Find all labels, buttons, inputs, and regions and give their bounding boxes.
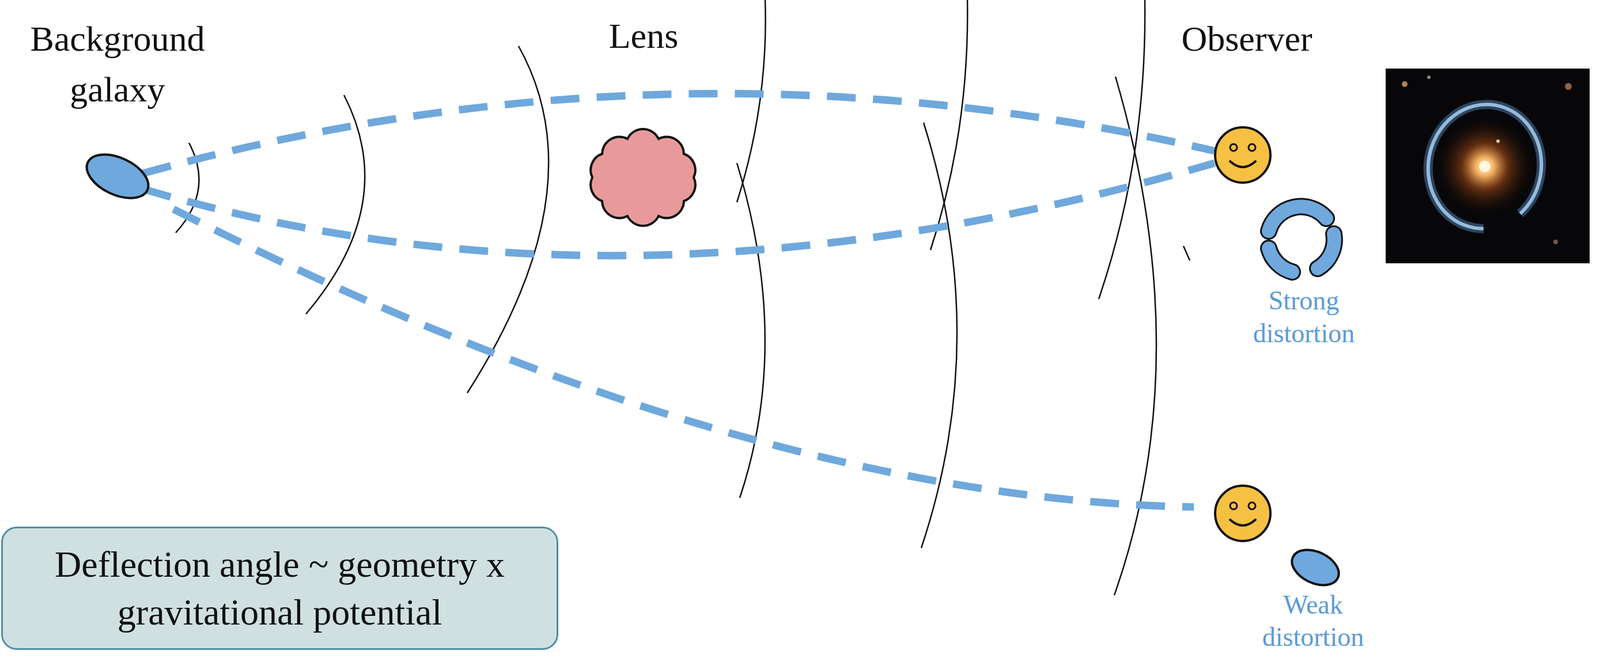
- formula-box: Deflection angle ~ geometry x gravitatio…: [1, 526, 559, 650]
- einstein-ring-photo: [1385, 68, 1590, 264]
- strong-distortion-arcs: [1268, 206, 1335, 272]
- background-galaxy: [80, 145, 155, 207]
- observer-face: [1215, 485, 1271, 542]
- wavefronts: [175, 0, 1190, 596]
- weak-distortion-galaxy: [1286, 542, 1345, 592]
- observer-label: Observer: [1131, 13, 1363, 64]
- galaxy-label: Background galaxy: [19, 13, 216, 115]
- lens-cloud: [590, 129, 696, 226]
- lens-label: Lens: [528, 10, 759, 62]
- observer-face: [1215, 127, 1271, 183]
- formula-text: Deflection angle ~ geometry x gravitatio…: [20, 540, 540, 637]
- distortion-label: Weak distortion: [1255, 588, 1371, 654]
- light-rays: [142, 93, 1215, 508]
- distortion-label: Strong distortion: [1246, 284, 1362, 350]
